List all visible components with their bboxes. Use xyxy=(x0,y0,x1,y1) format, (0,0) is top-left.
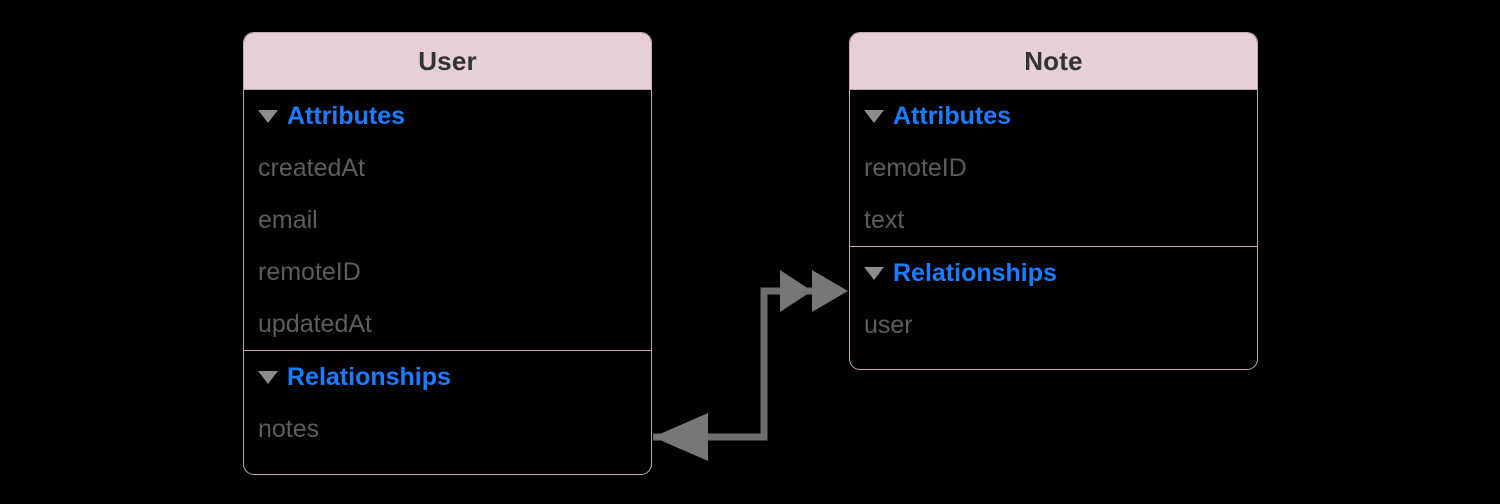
section-header-relationships[interactable]: Relationships xyxy=(850,247,1257,299)
entity-user[interactable]: User Attributes createdAt email remoteID xyxy=(243,32,652,475)
attribute-row[interactable]: email xyxy=(244,194,651,246)
relationship-name: notes xyxy=(258,414,320,443)
relationship-row[interactable]: notes xyxy=(244,403,651,455)
relationship-name: user xyxy=(864,310,913,339)
section-header-attributes[interactable]: Attributes xyxy=(850,90,1257,142)
section-header-relationships[interactable]: Relationships xyxy=(244,351,651,403)
attribute-name: createdAt xyxy=(258,153,366,182)
entity-user-section-relationships: Relationships notes xyxy=(244,350,651,455)
attribute-row[interactable]: updatedAt xyxy=(244,298,651,350)
triangle-down-icon[interactable] xyxy=(258,109,278,123)
entity-note-title: Note xyxy=(1024,46,1083,76)
single-arrowhead-icon xyxy=(653,413,708,461)
section-header-attributes[interactable]: Attributes xyxy=(244,90,651,142)
attribute-row[interactable]: createdAt xyxy=(244,142,651,194)
attribute-name: updatedAt xyxy=(258,309,372,338)
section-label-relationships: Relationships xyxy=(893,258,1057,287)
entity-user-section-attributes: Attributes createdAt email remoteID upda… xyxy=(244,90,651,350)
entity-user-header[interactable]: User xyxy=(244,33,651,90)
relationship-line-to-many[interactable] xyxy=(653,287,820,441)
triangle-down-icon[interactable] xyxy=(258,370,278,384)
attribute-row[interactable]: remoteID xyxy=(850,142,1257,194)
attribute-row[interactable]: remoteID xyxy=(244,246,651,298)
triangle-down-icon[interactable] xyxy=(864,109,884,123)
attribute-name: email xyxy=(258,205,318,234)
entity-note-section-attributes: Attributes remoteID text xyxy=(850,90,1257,246)
section-label-attributes: Attributes xyxy=(287,101,406,130)
double-arrowhead-icon xyxy=(780,270,848,312)
relationship-row[interactable]: user xyxy=(850,299,1257,351)
section-label-relationships: Relationships xyxy=(287,362,451,391)
entity-note[interactable]: Note Attributes remoteID text xyxy=(849,32,1258,370)
attribute-row[interactable]: text xyxy=(850,194,1257,246)
entity-note-body: Attributes remoteID text Relationships u… xyxy=(850,90,1257,351)
attribute-name: remoteID xyxy=(258,257,361,286)
entity-user-title: User xyxy=(418,46,477,76)
entity-note-header[interactable]: Note xyxy=(850,33,1257,90)
entity-user-body: Attributes createdAt email remoteID upda… xyxy=(244,90,651,455)
triangle-down-icon[interactable] xyxy=(864,266,884,280)
attribute-name: text xyxy=(864,205,905,234)
section-label-attributes: Attributes xyxy=(893,101,1012,130)
entity-note-section-relationships: Relationships user xyxy=(850,246,1257,351)
attribute-name: remoteID xyxy=(864,153,967,182)
